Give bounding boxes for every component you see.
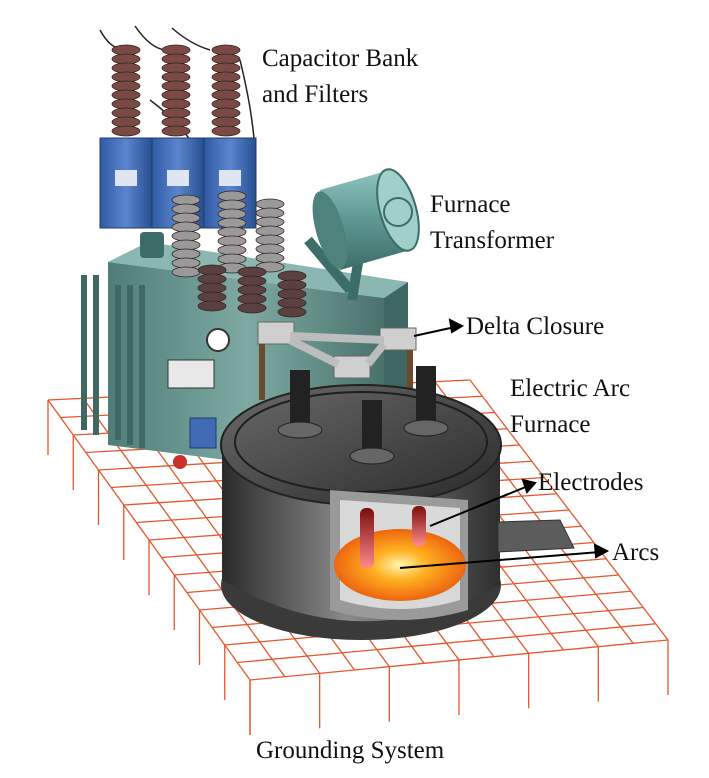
bushings	[111, 44, 307, 318]
furnace-transformer-label-line1: Furnace	[430, 191, 511, 218]
furnace-transformer-conservator	[304, 168, 420, 301]
furnace-transformer-label-line2: Transformer	[430, 227, 555, 254]
capacitor-bank-label-line1: Capacitor Bank	[262, 45, 419, 72]
capacitor-bank-label-line2: and Filters	[262, 81, 369, 108]
arcs-label: Arcs	[612, 539, 660, 566]
electrode-columns	[277, 366, 449, 465]
label-arrows	[399, 318, 610, 569]
electrodes-label: Electrodes	[538, 469, 644, 496]
capacitor-bank	[99, 137, 257, 229]
delta-closure-label: Delta Closure	[466, 313, 605, 340]
arc-furnace	[220, 384, 575, 640]
grounding-system-label: Grounding System	[256, 737, 445, 764]
electric-arc-furnace-label-line1: Electric Arc	[510, 375, 631, 402]
delta-closure	[257, 321, 417, 405]
electric-arc-furnace-label-line2: Furnace	[510, 411, 591, 438]
